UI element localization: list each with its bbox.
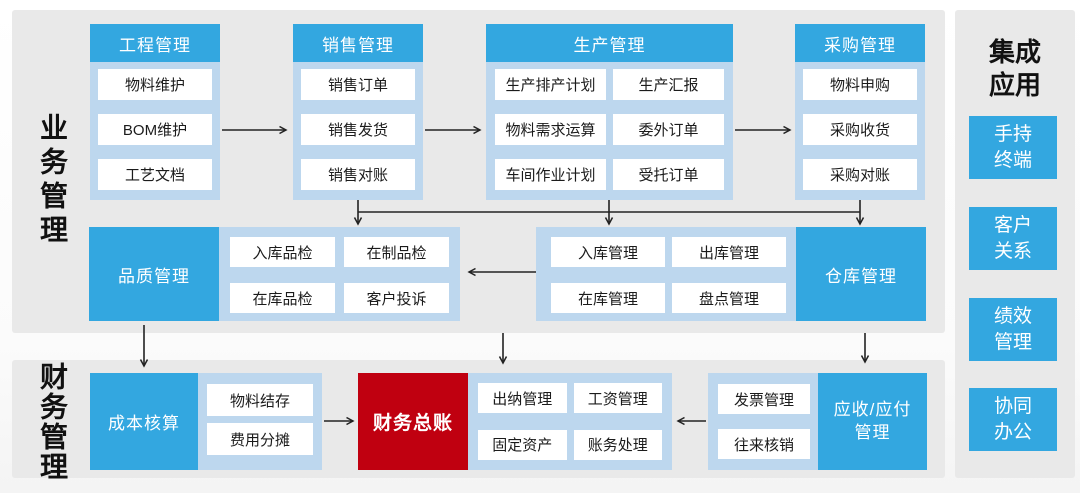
general-ledger-box: 财务总账 bbox=[358, 373, 468, 470]
receivable-header: 应收/应付管理 bbox=[818, 373, 927, 470]
item-process-document: 工艺文档 bbox=[98, 159, 212, 190]
item-invoice-management: 发票管理 bbox=[718, 384, 810, 414]
item-inbound-management: 入库管理 bbox=[551, 237, 665, 267]
quality-management-group: 品质管理 入库品检 在制品检 在库品检 客户投诉 bbox=[89, 227, 460, 321]
item-incoming-inspection: 入库品检 bbox=[230, 237, 335, 267]
warehouse-management-group: 入库管理 出库管理 在库管理 盘点管理 仓库管理 bbox=[536, 227, 926, 321]
engineering-header: 工程管理 bbox=[90, 24, 220, 62]
item-stocktake-management: 盘点管理 bbox=[672, 283, 786, 313]
item-purchase-reconciliation: 采购对账 bbox=[803, 159, 917, 190]
production-column: 生产管理 生产排产计划 生产汇报 物料需求运算 委外订单 车间作业计划 受托订单 bbox=[486, 24, 733, 200]
sales-column: 销售管理 销售订单 销售发货 销售对账 bbox=[293, 24, 423, 200]
item-inprocess-inspection: 在制品检 bbox=[344, 237, 449, 267]
item-sales-order: 销售订单 bbox=[301, 69, 415, 100]
engineering-column: 工程管理 物料维护 BOM维护 工艺文档 bbox=[90, 24, 220, 200]
item-workshop-plan: 车间作业计划 bbox=[495, 159, 606, 190]
procurement-header: 采购管理 bbox=[795, 24, 925, 62]
finance-section-label: 财务管理 bbox=[37, 362, 68, 482]
integration-handheld-terminal: 手持终端 bbox=[969, 116, 1057, 179]
integration-title: 集成应用 bbox=[988, 37, 1041, 100]
item-sales-reconciliation: 销售对账 bbox=[301, 159, 415, 190]
sales-header: 销售管理 bbox=[293, 24, 423, 62]
item-transaction-writeoff: 往来核销 bbox=[718, 429, 810, 459]
item-bom-maintenance: BOM维护 bbox=[98, 114, 212, 145]
business-section-label: 业务管理 bbox=[37, 113, 68, 249]
cost-accounting-group: 成本核算 物料结存 费用分摊 bbox=[90, 373, 322, 470]
procurement-column: 采购管理 物料申购 采购收货 采购对账 bbox=[795, 24, 925, 200]
item-accounting-processing: 账务处理 bbox=[573, 429, 662, 460]
item-cashier-management: 出纳管理 bbox=[478, 383, 567, 413]
item-customer-complaint: 客户投诉 bbox=[344, 283, 449, 313]
item-consignment-order: 受托订单 bbox=[613, 159, 724, 190]
item-mrp-calculation: 物料需求运算 bbox=[495, 114, 606, 145]
item-material-balance: 物料结存 bbox=[207, 384, 313, 416]
item-fixed-assets: 固定资产 bbox=[478, 429, 567, 460]
integration-customer-relationship: 客户关系 bbox=[969, 207, 1057, 270]
production-header: 生产管理 bbox=[486, 24, 733, 62]
item-outsourcing-order: 委外订单 bbox=[613, 114, 724, 145]
item-payroll-management: 工资管理 bbox=[573, 383, 662, 413]
treasury-group: 出纳管理 工资管理 固定资产 账务处理 bbox=[468, 373, 672, 470]
quality-header: 品质管理 bbox=[89, 227, 219, 321]
receivable-payable-group: 发票管理 往来核销 应收/应付管理 bbox=[708, 373, 927, 470]
item-material-requisition: 物料申购 bbox=[803, 69, 917, 100]
costing-header: 成本核算 bbox=[90, 373, 198, 470]
item-material-maintenance: 物料维护 bbox=[98, 69, 212, 100]
item-purchase-receipt: 采购收货 bbox=[803, 114, 917, 145]
item-production-scheduling: 生产排产计划 bbox=[495, 69, 606, 100]
item-stock-management: 在库管理 bbox=[551, 283, 665, 313]
integration-performance-management: 绩效管理 bbox=[969, 298, 1057, 361]
item-expense-allocation: 费用分摊 bbox=[207, 423, 313, 455]
item-sales-delivery: 销售发货 bbox=[301, 114, 415, 145]
item-outbound-management: 出库管理 bbox=[672, 237, 786, 267]
item-stock-inspection: 在库品检 bbox=[230, 283, 335, 313]
item-production-report: 生产汇报 bbox=[613, 69, 724, 100]
integration-collaborative-office: 协同办公 bbox=[969, 388, 1057, 451]
warehouse-header: 仓库管理 bbox=[796, 227, 926, 321]
